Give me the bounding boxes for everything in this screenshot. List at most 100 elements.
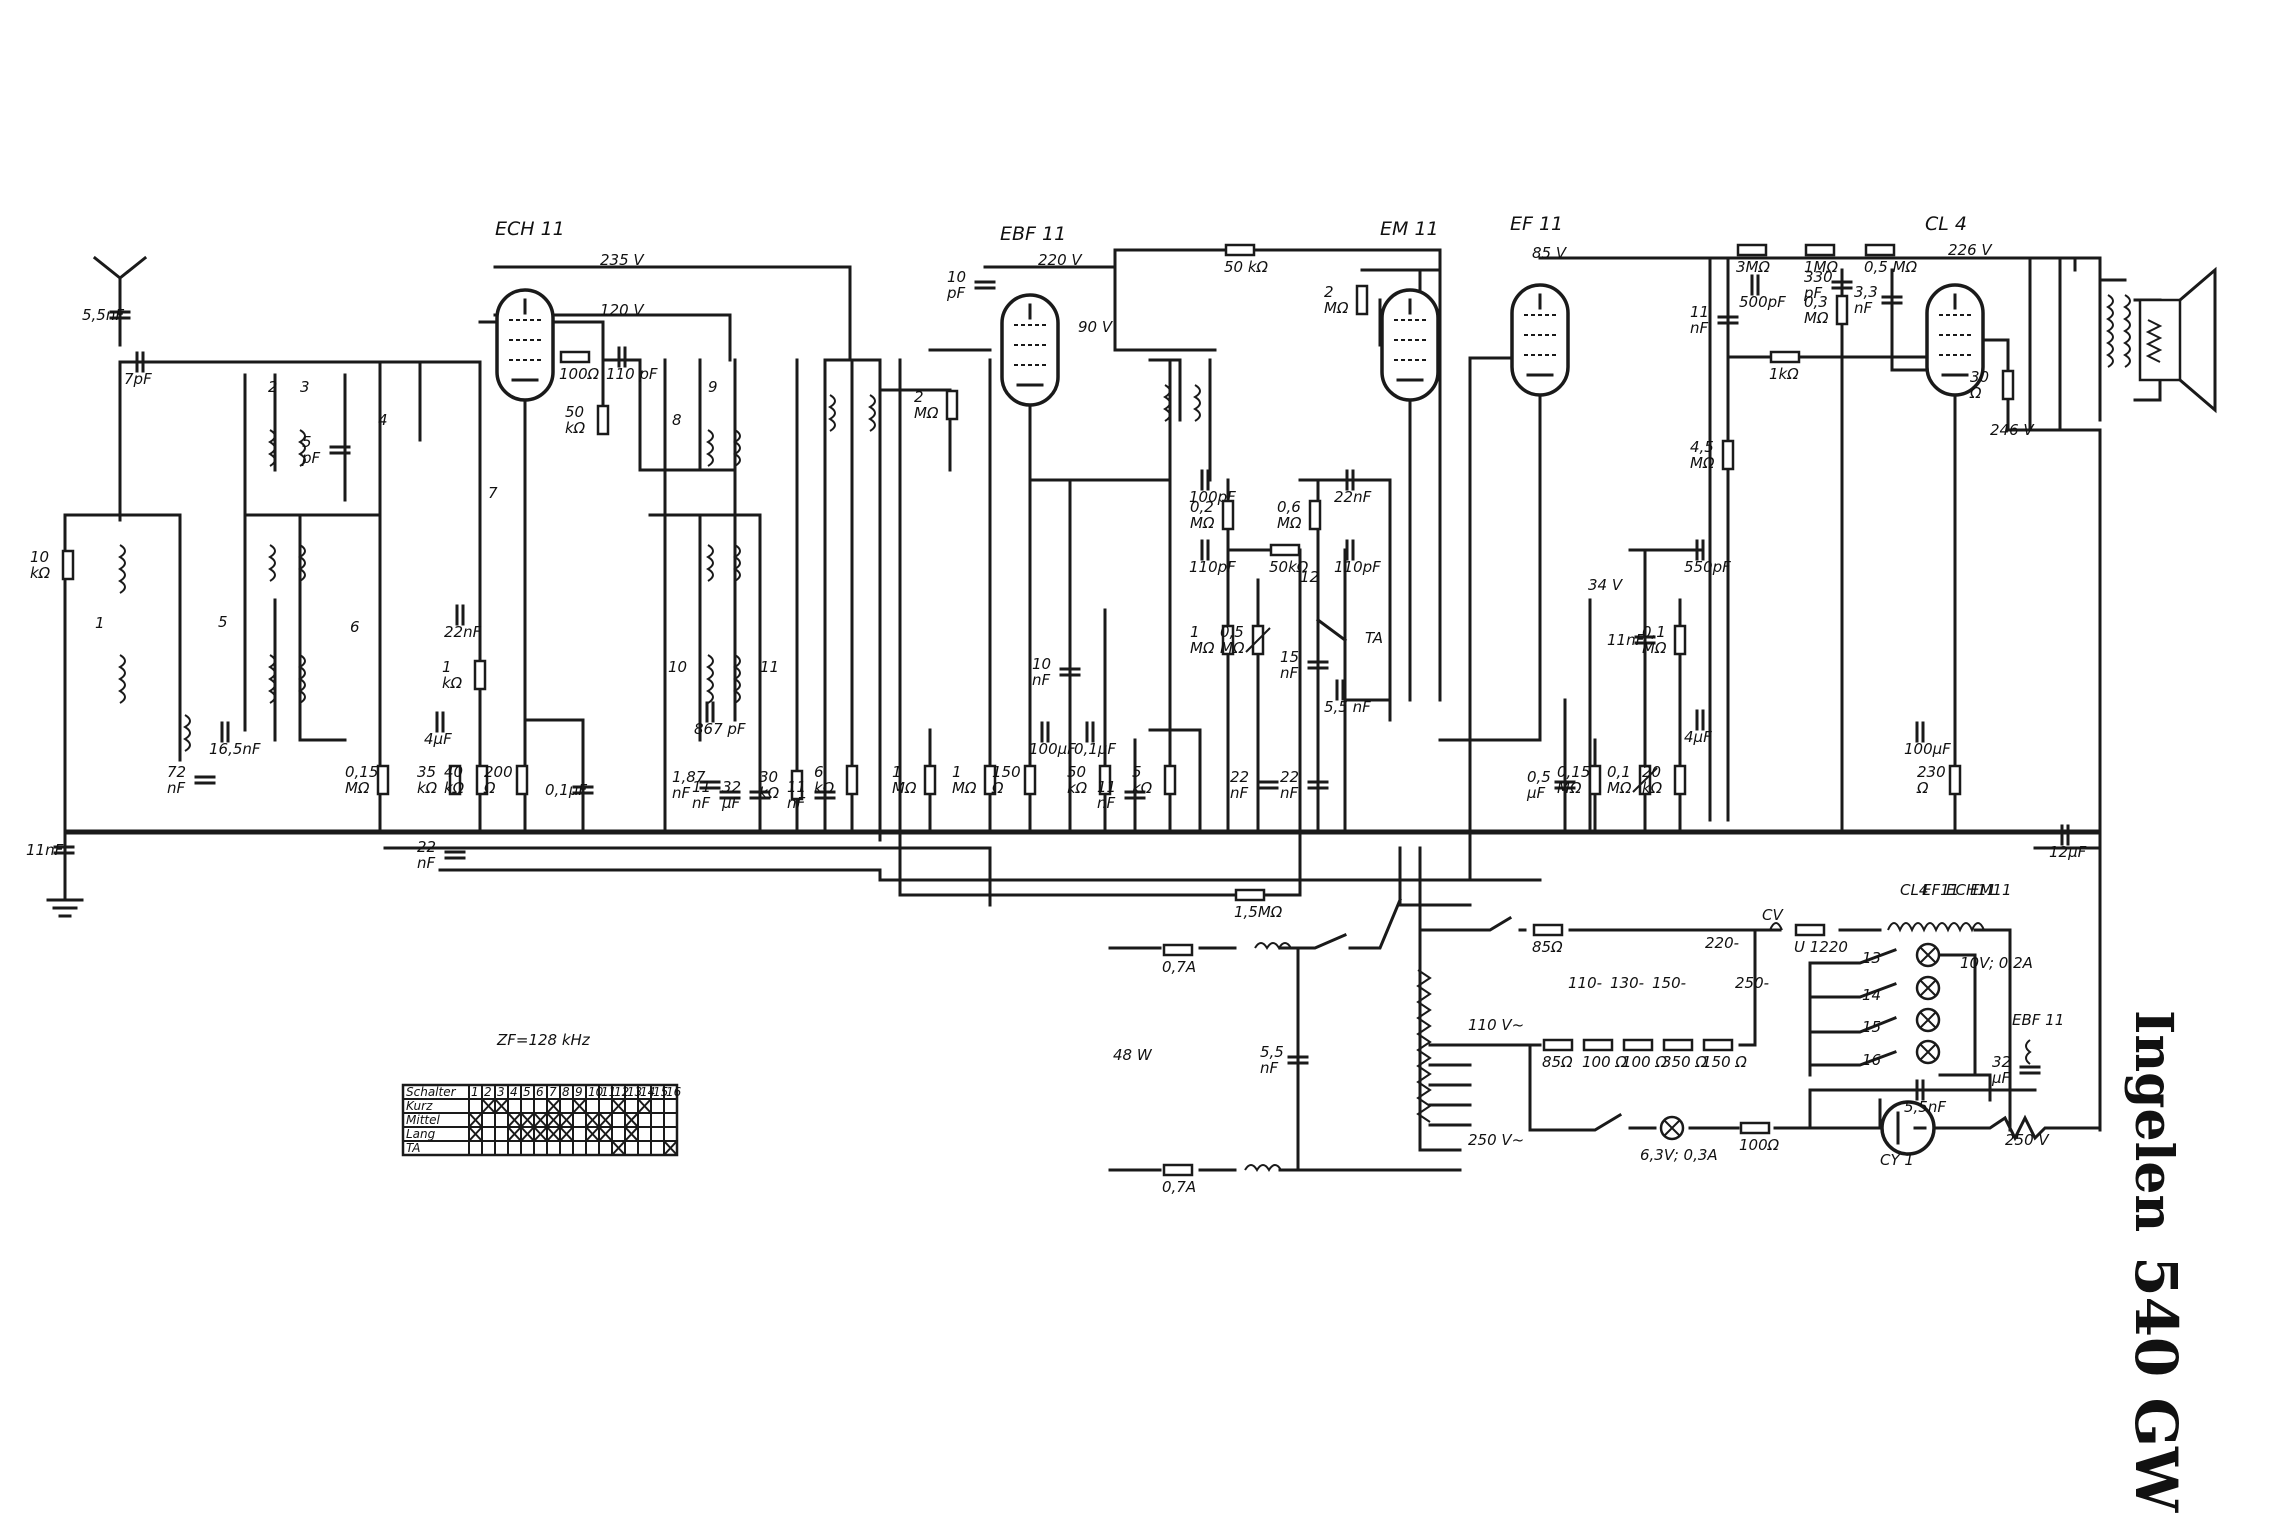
- component-value: 50: [565, 403, 584, 421]
- switch-mark: [585, 1126, 600, 1142]
- tube-ebf11: EBF 11: [1000, 223, 1066, 407]
- resistor: 150 Ω: [1702, 1038, 1747, 1071]
- component-value: 100Ω: [1739, 1136, 1780, 1154]
- component-value: 230: [1917, 763, 1946, 781]
- switch-table-column: 7: [549, 1085, 557, 1099]
- resistor: 0,2MΩ: [1190, 498, 1235, 532]
- capacitor: 4μF: [424, 711, 452, 748]
- component-unit: μF: [1526, 784, 1546, 802]
- resistor: 1MΩ: [1190, 623, 1235, 657]
- annotation-label: 226 V: [1948, 241, 1993, 259]
- component-unit: Ω: [1916, 779, 1929, 797]
- switch-mark: [637, 1098, 652, 1114]
- component-value: 1: [952, 763, 962, 781]
- coils: [118, 294, 2131, 1172]
- switch-mark: [598, 1112, 613, 1128]
- component-value: 150 Ω: [1702, 1053, 1747, 1071]
- component-value: 0,1: [1642, 623, 1666, 641]
- switch-table-column: 11: [601, 1085, 616, 1099]
- component-value: 20: [1642, 763, 1661, 781]
- resistor: 85Ω: [1542, 1038, 1574, 1071]
- component-value: 0,6: [1277, 498, 1301, 516]
- switch-mark: [546, 1112, 561, 1128]
- annotation-label: ECH11: [1946, 881, 1996, 899]
- switch-table-column: 10: [588, 1085, 604, 1099]
- component-value: 100 Ω: [1582, 1053, 1627, 1071]
- switch-table-column: 2: [484, 1085, 492, 1099]
- component-value: 30: [759, 768, 778, 786]
- annotation-label: 235 V: [600, 251, 645, 269]
- resistor: 1,5MΩ: [1234, 888, 1283, 921]
- resistor: 3MΩ: [1736, 243, 1770, 276]
- component-value: 10: [30, 548, 49, 566]
- switch-mark: [520, 1112, 535, 1128]
- resistor: 1kΩ: [442, 658, 487, 692]
- brand-title: Ingelen540 GW: [2120, 1010, 2190, 1512]
- capacitor: 11nF: [787, 778, 836, 812]
- switch-mark: [611, 1140, 626, 1156]
- component-value: 16,5nF: [209, 740, 261, 758]
- component-unit: MΩ: [1557, 779, 1582, 797]
- capacitor: 11nF: [692, 778, 741, 812]
- resistor: U 1220: [1794, 923, 1848, 956]
- component-unit: MΩ: [1190, 639, 1215, 657]
- rectifier-tube-icon: [1880, 1100, 1936, 1156]
- tube-label: EM 11: [1380, 218, 1439, 240]
- component-value: 0,7A: [1162, 1178, 1196, 1196]
- component-unit: nF: [1690, 319, 1709, 337]
- annotation-label: 110-: [1568, 974, 1602, 992]
- resistor: 2MΩ: [1324, 283, 1369, 317]
- component-value: 3,3: [1854, 283, 1878, 301]
- annotation-label: 246 V: [1990, 421, 2035, 439]
- switch-mark: [507, 1112, 522, 1128]
- switch-table-column: 16: [666, 1085, 682, 1099]
- resistor: 2MΩ: [914, 388, 959, 422]
- component-value: 50: [1067, 763, 1086, 781]
- annotation-label: 16: [1862, 1051, 1881, 1069]
- capacitor: 4μF: [1684, 709, 1712, 746]
- component-unit: nF: [1260, 1059, 1279, 1077]
- annotation-label: EF11: [1922, 881, 1959, 899]
- resistor: 1MΩ: [1804, 243, 1838, 276]
- potentiometer: 0,1MΩ: [1607, 763, 1658, 797]
- component-value: 0,15: [345, 763, 378, 781]
- resistor: 50kΩ: [1067, 763, 1112, 797]
- annotation-label: 12: [1300, 568, 1319, 586]
- switch-mark: [624, 1112, 639, 1128]
- component-value: 32: [1992, 1053, 2011, 1071]
- annotation-label: 48 W: [1113, 1046, 1153, 1064]
- component-value: 110pF: [1189, 558, 1236, 576]
- capacitor: 22nF: [1334, 469, 1372, 506]
- component-value: 100 Ω: [1622, 1053, 1667, 1071]
- annotation-label: 150-: [1652, 974, 1686, 992]
- switch-mark: [520, 1126, 535, 1142]
- tube-ef11: EF 11: [1510, 213, 1570, 397]
- annotation-label: 7: [488, 484, 498, 502]
- component-value: 0,5 MΩ: [1864, 258, 1918, 276]
- resistor: 5kΩ: [1132, 763, 1177, 797]
- component-unit: MΩ: [1804, 309, 1829, 327]
- component-unit: nF: [1280, 784, 1299, 802]
- component-value: 5,5nF: [82, 306, 124, 324]
- annotation-label: 8: [672, 411, 682, 429]
- capacitor: 22nF: [1230, 768, 1279, 802]
- capacitor: 0,1μF: [1074, 721, 1116, 758]
- component-value: 4,5: [1690, 438, 1714, 456]
- switch-table-column: 9: [575, 1085, 583, 1099]
- component-value: 867 pF: [694, 720, 746, 738]
- component-value: 0,1μF: [545, 781, 587, 799]
- annotation-label: 220 V: [1038, 251, 1083, 269]
- capacitor: 0,1μF: [545, 781, 594, 799]
- switch-mark: [468, 1112, 483, 1128]
- switch-table-column: 3: [497, 1085, 505, 1099]
- component-unit: Ω: [991, 779, 1004, 797]
- switch-mark: [468, 1126, 483, 1142]
- component-value: 40: [444, 763, 463, 781]
- capacitor: 3,3nF: [1854, 283, 1903, 317]
- component-unit: kΩ: [442, 674, 463, 692]
- component-unit: kΩ: [1067, 779, 1088, 797]
